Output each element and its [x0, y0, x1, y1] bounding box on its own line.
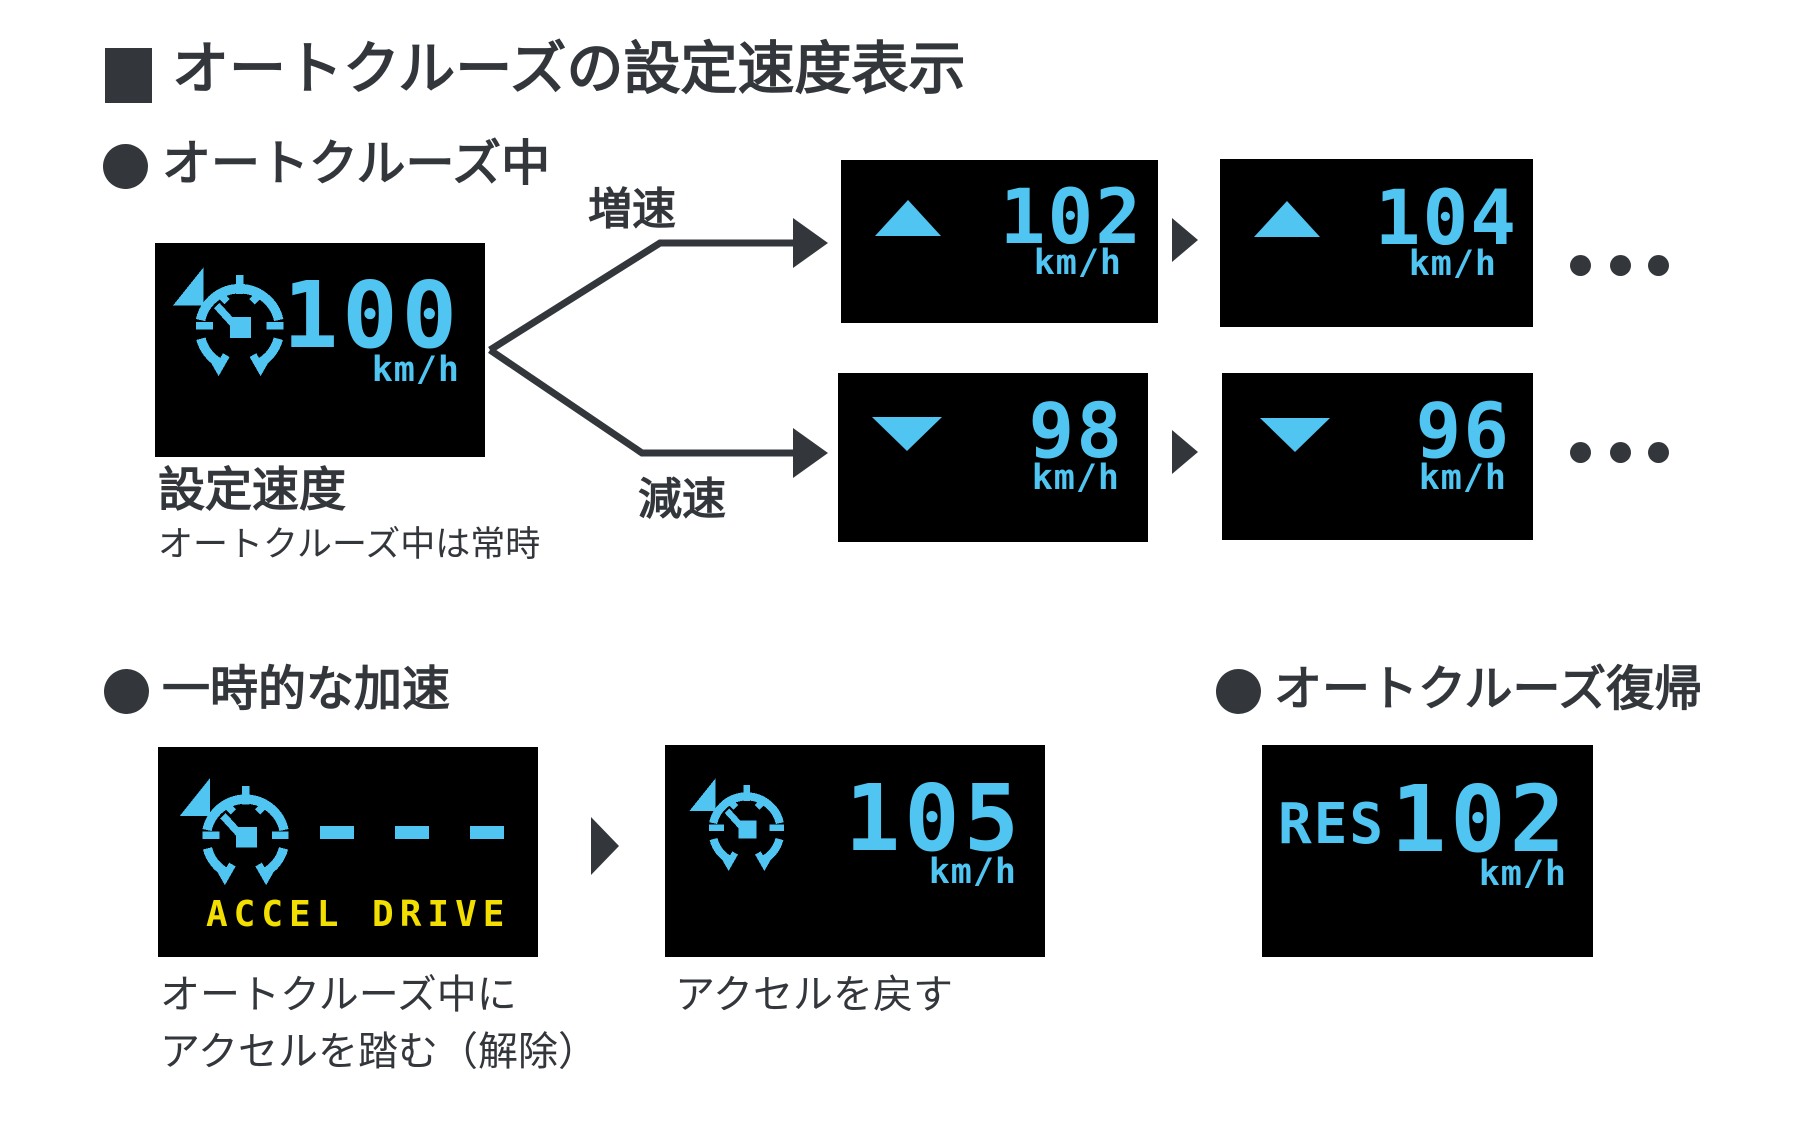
continuation-dot	[1610, 442, 1631, 463]
set-speed-note: オートクルーズ中は常時	[158, 525, 541, 564]
section-bullet-temporary	[104, 669, 149, 714]
next-step-arrow-icon	[591, 817, 619, 875]
title-square-marker	[105, 48, 152, 103]
continuation-dot	[1610, 255, 1631, 276]
set-speed-value: 100	[282, 262, 461, 369]
decrease-1-unit: km/h	[1031, 458, 1120, 498]
accel-caption-line1: オートクルーズ中に	[160, 973, 517, 1017]
accel-drive-display: ACCEL DRIVE	[158, 747, 538, 957]
next-step-arrow-icon	[1172, 430, 1198, 474]
increase-1-value: 102	[999, 172, 1143, 261]
cruise-gauge-icon	[688, 765, 792, 876]
decrease-2-value: 96	[1415, 386, 1511, 475]
next-step-arrow-icon	[1172, 218, 1198, 262]
no-speed-dash	[320, 826, 354, 839]
section-heading-resume: オートクルーズ復帰	[1274, 663, 1703, 716]
set-speed-unit: km/h	[371, 350, 460, 390]
increase-display-1: 102 km/h	[841, 160, 1158, 323]
speed-up-triangle-icon	[1254, 201, 1320, 237]
no-speed-dash	[470, 826, 504, 839]
continuation-dot	[1570, 442, 1591, 463]
resume-value: 102	[1390, 766, 1569, 873]
section-heading-temporary: 一時的な加速	[162, 663, 451, 716]
speed-down-triangle-icon	[872, 417, 942, 451]
release-accel-display: 105 km/h	[665, 745, 1045, 957]
continuation-dot	[1570, 255, 1591, 276]
release-caption: アクセルを戻す	[675, 973, 953, 1017]
accel-drive-status: ACCEL DRIVE	[206, 894, 511, 935]
cruise-gauge-icon	[171, 252, 293, 382]
section-bullet-cruising	[103, 144, 148, 189]
increase-2-unit: km/h	[1408, 244, 1497, 284]
section-heading-cruising: オートクルーズ中	[162, 137, 551, 191]
page-title: オートクルーズの設定速度表示	[172, 37, 966, 101]
resume-display: RES 102 km/h	[1262, 745, 1593, 957]
release-unit: km/h	[928, 852, 1017, 892]
resume-unit: km/h	[1478, 854, 1567, 894]
accelerate-label: 増速	[588, 185, 676, 234]
increase-1-unit: km/h	[1033, 243, 1122, 283]
no-speed-dash	[395, 826, 429, 839]
decrease-1-value: 98	[1028, 386, 1124, 475]
decrease-display-1: 98 km/h	[838, 373, 1148, 542]
increase-2-value: 104	[1374, 173, 1518, 262]
decrease-display-2: 96 km/h	[1222, 373, 1533, 540]
continuation-dot	[1648, 255, 1669, 276]
continuation-dot	[1648, 442, 1669, 463]
release-value: 105	[844, 765, 1023, 872]
speed-up-triangle-icon	[875, 200, 941, 236]
decelerate-label: 減速	[638, 475, 726, 524]
accel-caption-line2: アクセルを踏む（解除）	[160, 1030, 598, 1074]
branch-arrows	[488, 218, 828, 478]
section-bullet-resume	[1216, 669, 1261, 714]
increase-display-2: 104 km/h	[1220, 159, 1533, 327]
speed-down-triangle-icon	[1260, 418, 1330, 452]
cruise-gauge-icon	[178, 763, 298, 891]
decrease-2-unit: km/h	[1418, 458, 1507, 498]
set-speed-display: 100 km/h	[155, 243, 485, 457]
set-speed-label: 設定速度	[158, 463, 346, 516]
resume-prefix: RES	[1278, 792, 1386, 857]
